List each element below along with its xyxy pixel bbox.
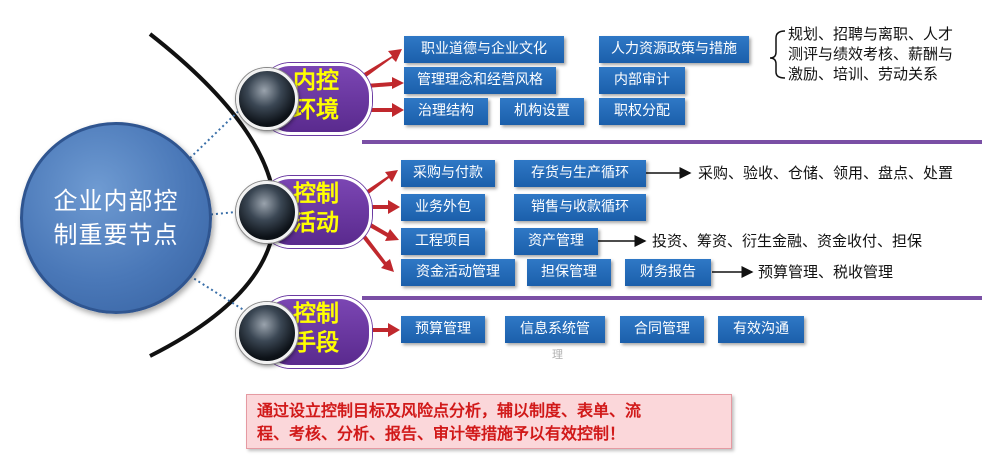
red-arrow: [364, 49, 402, 77]
summary-line-1: 通过设立控制目标及风险点分析，辅以制度、表单、流: [257, 401, 642, 420]
red-arrows-group-1: [364, 49, 404, 117]
red-arrow: [362, 323, 400, 337]
center-node: 企业内部控制重要节点: [20, 122, 212, 314]
note-assets: 投资、筹资、衍生金融、资金收付、担保: [652, 232, 923, 250]
box-outsourcing: 业务外包: [401, 194, 485, 221]
box-internal-audit: 内部审计: [599, 67, 685, 94]
summary-line-2: 程、考核、分析、报告、审计等措施予以有效控制！: [257, 424, 626, 443]
red-arrow: [364, 220, 399, 241]
box-financial-report: 财务报告: [625, 259, 711, 286]
group-label-3: 控制手段: [293, 301, 339, 356]
red-arrows-group-2: [361, 170, 400, 272]
dotted-link-2: [205, 210, 247, 216]
separator-band-1: [362, 140, 982, 144]
box-asset-mgmt: 资产管理: [514, 228, 598, 255]
ghost-text: 理: [552, 348, 563, 361]
summary-box: 通过设立控制目标及风险点分析，辅以制度、表单、流 程、考核、分析、报告、审计等措…: [246, 394, 732, 449]
red-arrow: [361, 233, 394, 272]
box-info-system: 信息系统管: [505, 316, 605, 343]
dotted-link-1: [189, 99, 251, 159]
note-hr-line-3: 激励、培训、劳动关系: [788, 65, 939, 83]
box-hr-policy: 人力资源政策与措施: [599, 36, 749, 63]
note-inventory: 采购、验收、仓储、领用、盘点、处置: [698, 164, 954, 182]
note-finance: 预算管理、税收管理: [758, 263, 894, 281]
box-inventory-cycle: 存货与生产循环: [514, 160, 646, 187]
box-fund-activities: 资金活动管理: [401, 259, 515, 286]
box-engineering: 工程项目: [401, 228, 485, 255]
dotted-link-3: [189, 275, 251, 315]
orb-icon: [236, 302, 298, 364]
red-arrow: [366, 103, 404, 117]
box-guarantee-mgmt: 担保管理: [527, 259, 611, 286]
box-budget-mgmt: 预算管理: [401, 316, 485, 343]
box-communication: 有效沟通: [718, 316, 804, 343]
red-arrow: [364, 170, 398, 196]
note-hr-line-2: 测评与绩效考核、薪酬与: [788, 45, 954, 63]
box-procurement: 采购与付款: [401, 160, 495, 187]
group-label-2: 控制活动: [293, 181, 339, 236]
orb-icon: [236, 68, 298, 130]
box-professional-ethics: 职业道德与企业文化: [404, 36, 564, 63]
separator-band-2: [362, 296, 982, 300]
box-authority: 职权分配: [599, 98, 685, 125]
box-org-setup: 机构设置: [500, 98, 584, 125]
brace: [769, 30, 786, 79]
center-label: 企业内部控制重要节点: [53, 187, 179, 249]
box-governance: 治理结构: [404, 98, 488, 125]
box-contract-mgmt: 合同管理: [620, 316, 704, 343]
orb-icon: [236, 181, 298, 243]
group-label-1: 内控环境: [293, 68, 339, 123]
box-sales-cycle: 销售与收款循环: [514, 194, 646, 221]
red-arrow: [366, 77, 404, 89]
box-management-philosophy: 管理理念和经营风格: [404, 67, 556, 94]
note-hr-line-1: 规划、招聘与离职、人才: [788, 25, 954, 43]
red-arrows-group-3: [362, 323, 400, 337]
red-arrow: [366, 200, 400, 214]
